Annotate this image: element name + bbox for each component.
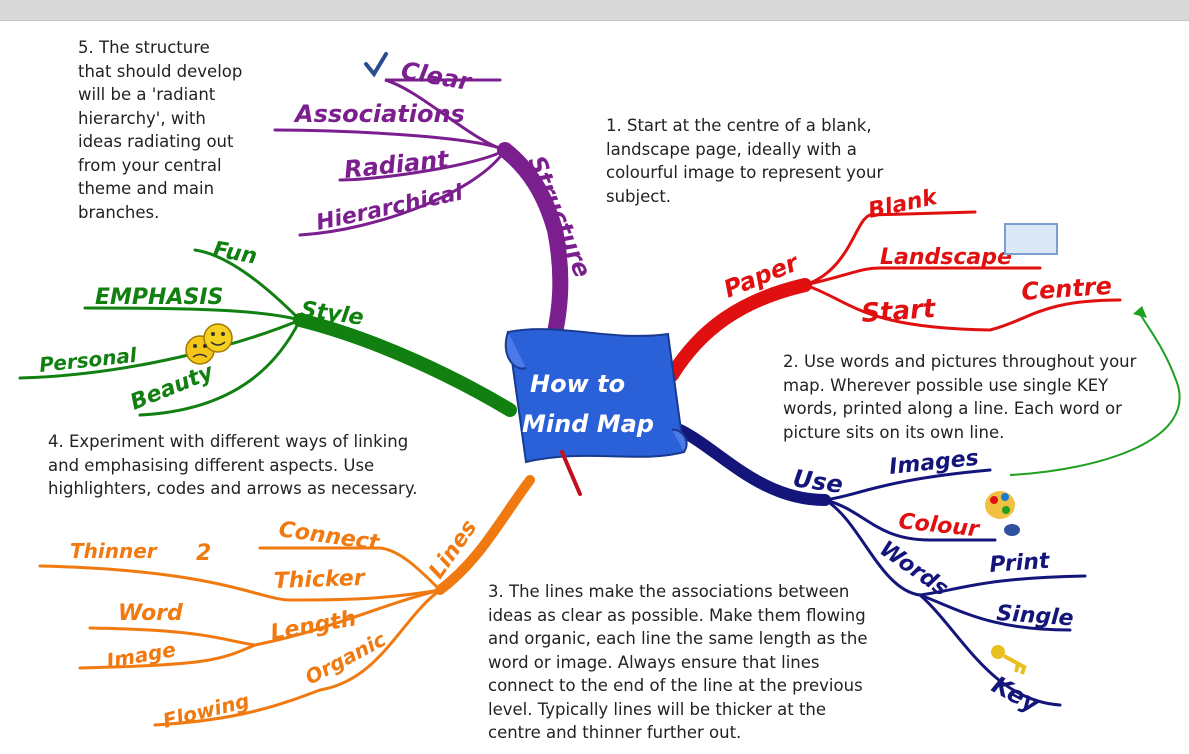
pen-icon (560, 450, 582, 496)
centre-label: Centre (1020, 272, 1112, 306)
landscape-line (803, 266, 1042, 287)
branch-use (674, 424, 1087, 707)
images-line (823, 468, 992, 502)
key-line (918, 593, 1062, 707)
colour-line (823, 498, 997, 542)
word-label: Word (118, 601, 183, 626)
central-title-line1: How to (530, 370, 625, 398)
image-line (78, 643, 257, 670)
beauty-label: Beauty (127, 359, 219, 415)
paint-palette-icon (985, 491, 1020, 536)
arrow-icon (1009, 313, 1181, 476)
start-centre-line (803, 283, 1122, 332)
structure-main-line (497, 142, 569, 368)
start-label: Start (860, 294, 937, 329)
personal-label: Personal (38, 343, 139, 377)
key-icon (991, 645, 1027, 675)
hierarchical-label: Hierarchical (314, 180, 465, 236)
single-line (918, 593, 1072, 632)
image-label: Image (105, 637, 178, 673)
key-label: Key (987, 671, 1045, 719)
emphasis-line (83, 306, 302, 322)
branch-lines (38, 475, 535, 727)
branch-style (18, 248, 517, 417)
use-label: Use (791, 464, 844, 499)
hierarchical-line (298, 148, 507, 237)
central-image: How to Mind Map (504, 328, 688, 496)
personal-line (18, 318, 302, 380)
words-label: Words (875, 536, 953, 601)
lines-main-line (435, 475, 535, 595)
thicker-thinner-line (38, 564, 442, 602)
emphasis-label: EMPHASIS (95, 285, 223, 310)
single-label: Single (996, 601, 1075, 631)
fun-line (193, 248, 302, 322)
landscape-label: Landscape (880, 245, 1012, 270)
note-words: 2. Use words and pictures throughout you… (783, 352, 1137, 442)
branch-structure (273, 78, 569, 368)
radiant-line (338, 148, 507, 182)
branch-paper (665, 210, 1122, 382)
connect-label: Connect (277, 517, 382, 556)
style-main-line (293, 313, 517, 417)
connect-line (258, 546, 442, 592)
blank-line (803, 210, 977, 287)
beauty-line (138, 318, 302, 417)
blank-label: Blank (866, 185, 940, 224)
associations-label: Associations (293, 100, 465, 128)
thicker-label: Thicker (273, 566, 366, 594)
landscape-page-icon (1004, 223, 1058, 255)
use-main-line (674, 424, 831, 506)
radiant-label: Radiant (343, 145, 452, 184)
smiley-faces-icon (185, 323, 233, 365)
note-structure: 5. The structure that should develop wil… (78, 38, 243, 222)
checkmark-icon (364, 52, 388, 78)
note-lines: 3. The lines make the associations betwe… (488, 582, 868, 742)
associations-line (273, 128, 507, 152)
images-label: Images (888, 446, 980, 480)
top-bar (0, 0, 1189, 21)
print-label: Print (989, 549, 1052, 578)
flowing-label: Flowing (160, 688, 251, 733)
organic-flowing-line (153, 588, 442, 727)
thinner-count-label: 2 (196, 541, 211, 566)
length-label: Length (269, 606, 359, 646)
note-experiment: 4. Experiment with different ways of lin… (48, 432, 418, 498)
fun-label: Fun (211, 237, 259, 269)
central-title-line2: Mind Map (522, 410, 654, 438)
note-start: 1. Start at the centre of a blank, lands… (606, 116, 884, 206)
paper-main-line (665, 278, 812, 382)
thinner-label: Thinner (70, 539, 158, 563)
